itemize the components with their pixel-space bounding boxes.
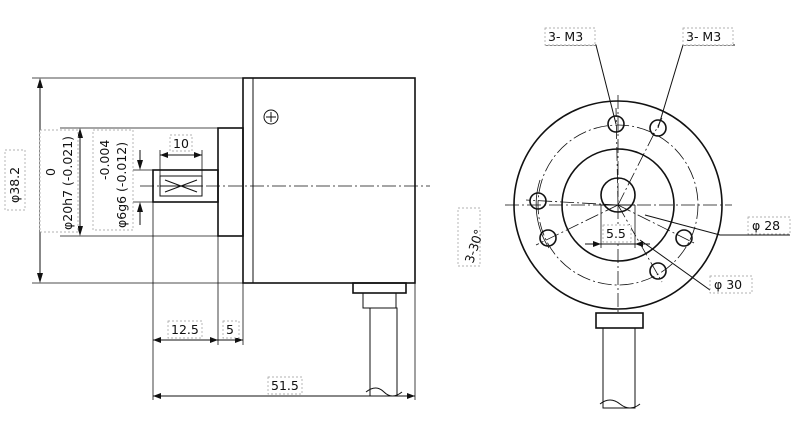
mounting-hole bbox=[529, 115, 693, 280]
body-diameter-label: φ38.2 bbox=[7, 167, 22, 203]
flange-diameter-label: φ20h7 (-0.021) bbox=[60, 136, 75, 230]
shaft-length-label: 12.5 bbox=[171, 322, 199, 337]
flat-width-label: 5.5 bbox=[606, 226, 626, 241]
front-view: 3-30° 5.5 3- M3 3- M3 φ 28 φ 30 bbox=[457, 27, 791, 409]
side-view: φ38.2 0 φ20h7 (-0.021) -0.004 φ6g6 (-0.0… bbox=[4, 77, 430, 400]
encoder-body bbox=[242, 77, 416, 284]
overall-length-label: 51.5 bbox=[271, 378, 299, 393]
circle-30-label: φ 30 bbox=[714, 277, 742, 292]
flange-boss bbox=[217, 127, 244, 237]
cable-gland bbox=[352, 282, 407, 294]
screw-icon bbox=[263, 109, 279, 125]
front-cable bbox=[602, 327, 636, 409]
flange-tolerance-upper: 0 bbox=[43, 168, 58, 176]
thread-label-left: 3- M3 bbox=[548, 29, 583, 44]
cable bbox=[369, 307, 398, 397]
shaft-diameter-label: φ6g6 (-0.012) bbox=[114, 142, 129, 228]
key-length-label: 10 bbox=[173, 136, 189, 151]
circle-28-label: φ 28 bbox=[752, 218, 780, 233]
thread-label-right: 3- M3 bbox=[686, 29, 721, 44]
shaft-tolerance-upper: -0.004 bbox=[97, 140, 112, 180]
flange-depth-label: 5 bbox=[226, 322, 234, 337]
